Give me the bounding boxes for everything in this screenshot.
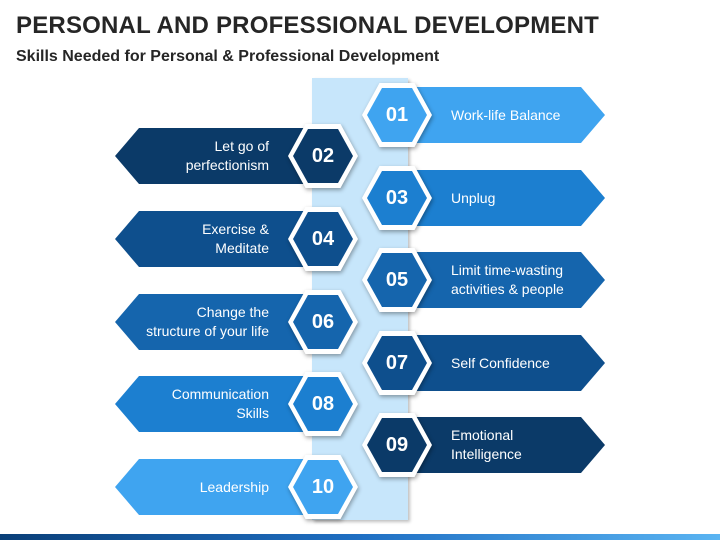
number-hexagon-02: 02 <box>288 124 358 188</box>
skill-label: Work-life Balance <box>451 106 561 123</box>
skill-label: Self Confidence <box>451 354 550 371</box>
skill-arrow-03: Unplug <box>405 170 605 226</box>
number-hexagon-05: 05 <box>362 248 432 312</box>
skill-arrow-06: Change the structure of your life <box>115 294 315 350</box>
step-number: 05 <box>367 253 427 307</box>
skill-arrow-08: Communication Skills <box>115 376 315 432</box>
skill-arrow-04: Exercise & Meditate <box>115 211 315 267</box>
skill-label: Limit time-wasting activities & people <box>451 262 564 297</box>
number-hexagon-06: 06 <box>288 290 358 354</box>
skill-label: Emotional Intelligence <box>451 427 522 462</box>
number-hexagon-04: 04 <box>288 207 358 271</box>
step-number: 07 <box>367 336 427 390</box>
step-number: 02 <box>293 129 353 183</box>
skill-arrow-09: Emotional Intelligence <box>405 417 605 473</box>
number-hexagon-07: 07 <box>362 331 432 395</box>
page-subtitle: Skills Needed for Personal & Professiona… <box>16 48 440 65</box>
number-hexagon-08: 08 <box>288 372 358 436</box>
footer-bar <box>0 534 720 540</box>
skill-arrow-07: Self Confidence <box>405 335 605 391</box>
page-title: PERSONAL AND PROFESSIONAL DEVELOPMENT <box>16 12 600 39</box>
skill-label: Exercise & Meditate <box>202 221 269 256</box>
skill-arrow-10: Leadership <box>115 459 315 515</box>
number-hexagon-10: 10 <box>288 455 358 519</box>
skill-label: Unplug <box>451 189 496 206</box>
step-number: 04 <box>293 212 353 266</box>
number-hexagon-01: 01 <box>362 83 432 147</box>
step-number: 06 <box>293 295 353 349</box>
step-number: 03 <box>367 171 427 225</box>
skill-label: Change the structure of your life <box>146 304 269 339</box>
skill-arrow-01: Work-life Balance <box>405 87 605 143</box>
skill-arrow-05: Limit time-wasting activities & people <box>405 252 605 308</box>
number-hexagon-03: 03 <box>362 166 432 230</box>
step-number: 01 <box>367 88 427 142</box>
skill-label: Let go of perfectionism <box>185 138 269 173</box>
step-number: 09 <box>367 418 427 472</box>
skill-arrow-02: Let go of perfectionism <box>115 128 315 184</box>
step-number: 08 <box>293 377 353 431</box>
number-hexagon-09: 09 <box>362 413 432 477</box>
skill-label: Communication Skills <box>171 386 269 421</box>
skill-label: Leadership <box>199 478 269 495</box>
step-number: 10 <box>293 460 353 514</box>
